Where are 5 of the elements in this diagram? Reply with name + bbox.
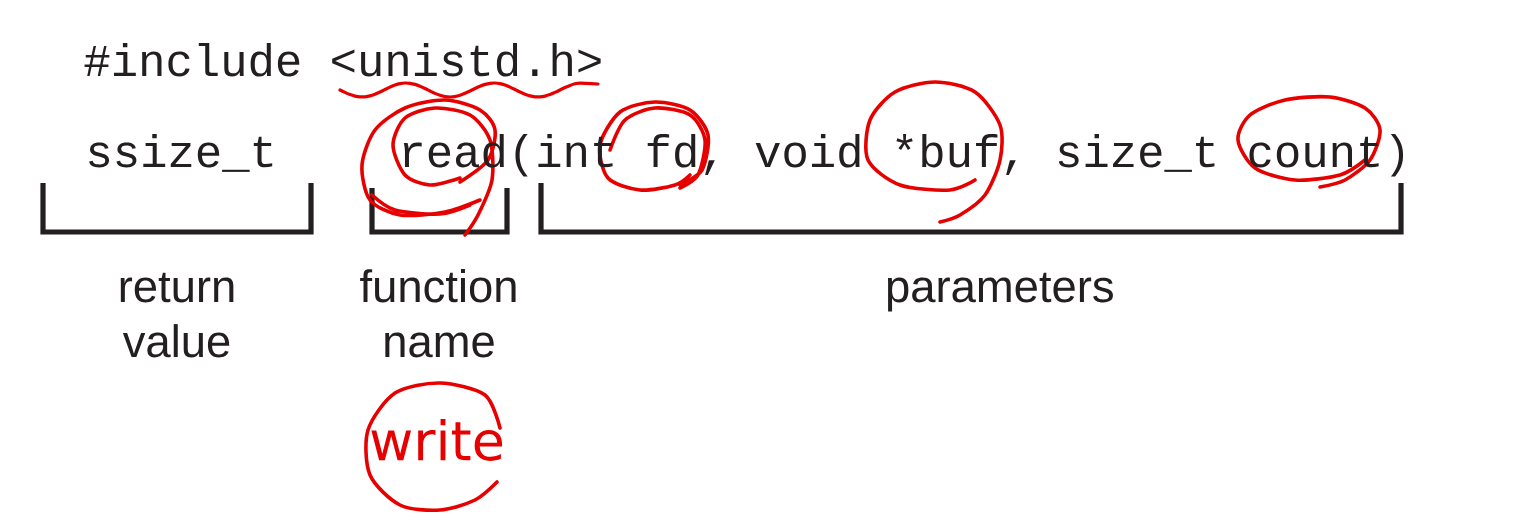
circled-note: write	[364, 381, 503, 512]
type-name: ssize_t	[89, 133, 273, 172]
code-line: #include <unistd.h>	[84, 42, 601, 77]
bracket-label: return value	[120, 272, 234, 358]
bracket-label: parameters	[887, 272, 1113, 312]
